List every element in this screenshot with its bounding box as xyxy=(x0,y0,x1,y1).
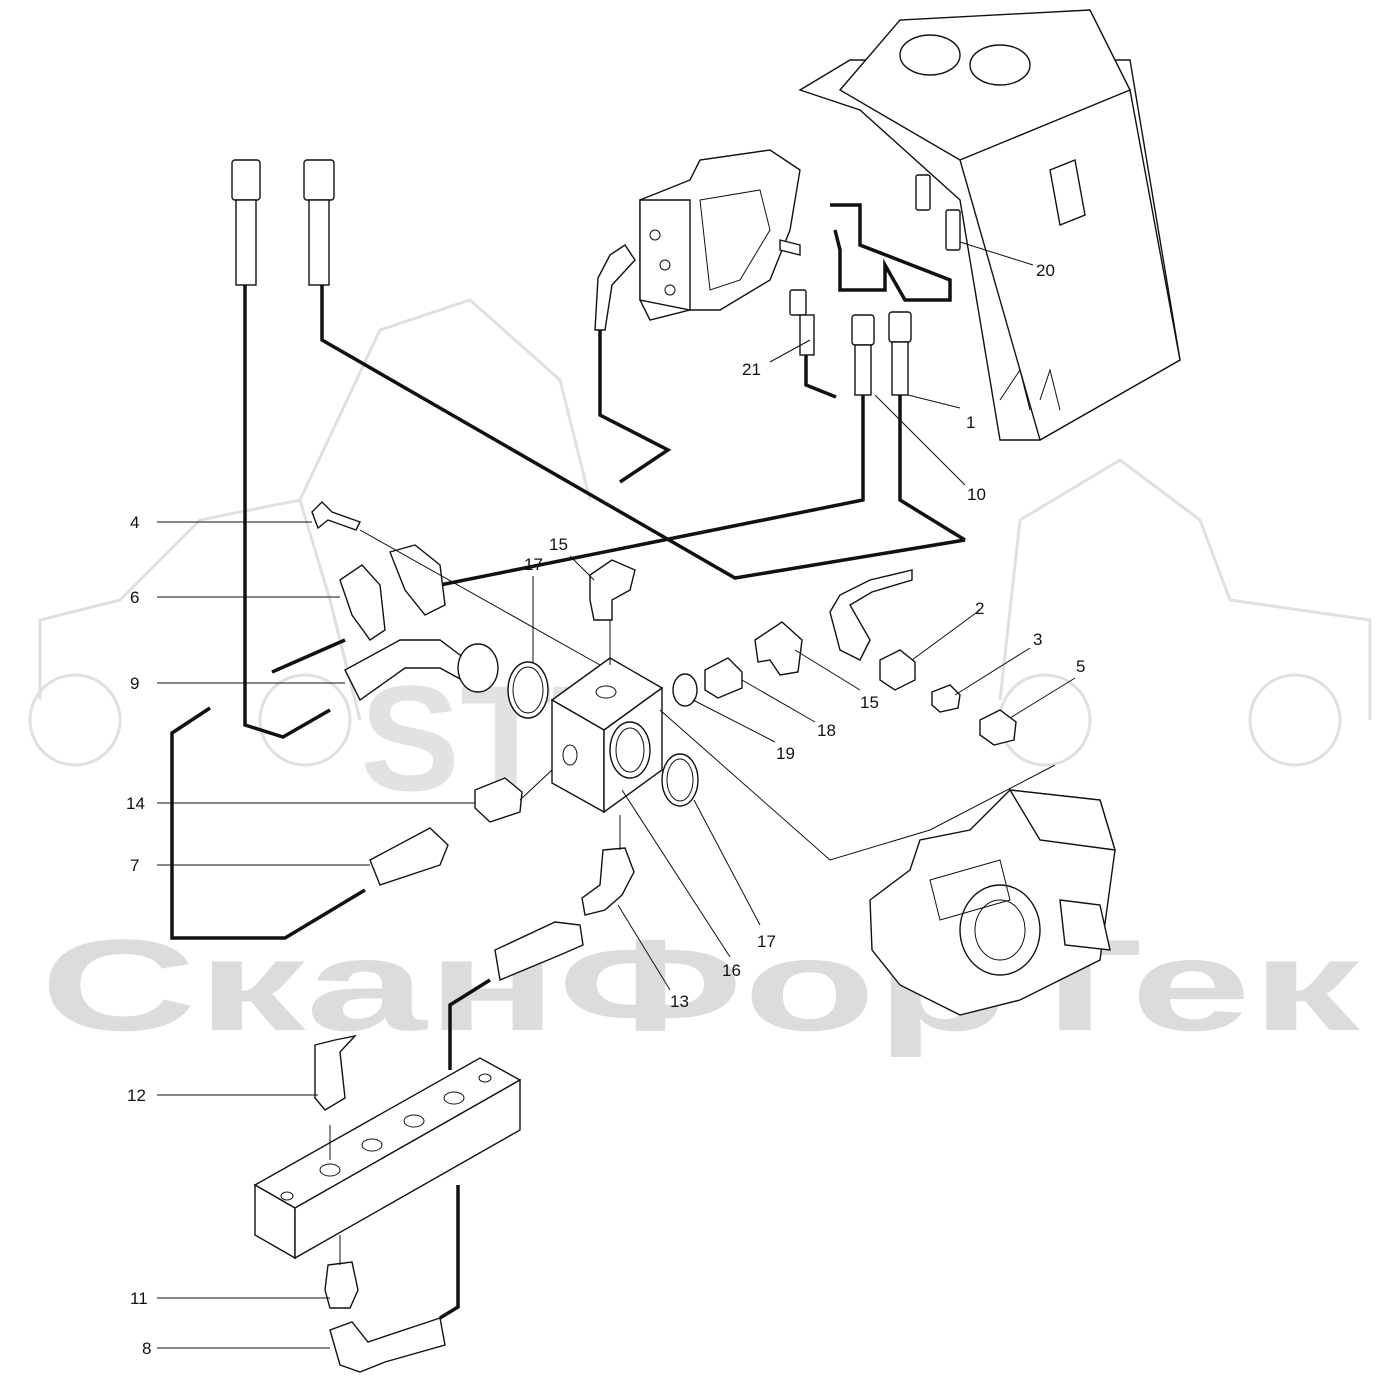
callout-20: 20 xyxy=(1036,261,1055,280)
part-15-elbow xyxy=(754,621,803,676)
callout-12: 12 xyxy=(127,1086,146,1105)
callout-leaders xyxy=(157,241,1076,1349)
callout-7: 7 xyxy=(130,856,139,875)
part-19-washer xyxy=(672,673,698,707)
part-5-fitting xyxy=(979,709,1017,746)
callout-15-right: 15 xyxy=(860,693,879,712)
callout-11: 11 xyxy=(130,1289,148,1308)
part-7-hose xyxy=(369,827,449,886)
callout-21: 21 xyxy=(742,360,761,379)
small-parts xyxy=(311,501,1017,1373)
part-13-elbow xyxy=(581,847,635,916)
callout-9: 9 xyxy=(130,674,139,693)
part-17-oring xyxy=(507,661,549,719)
valve-block xyxy=(550,657,664,814)
callout-14: 14 xyxy=(126,794,145,813)
part-18-adapter xyxy=(704,657,743,699)
part-15-elbow xyxy=(589,559,636,621)
hose-fittings-upper xyxy=(231,159,961,396)
assembly-lines xyxy=(329,529,1056,1265)
callout-17-bottom: 17 xyxy=(757,932,776,951)
callout-6: 6 xyxy=(130,588,139,607)
callout-16: 16 xyxy=(722,961,741,980)
callout-15-top: 15 xyxy=(549,535,568,554)
part-6-flange xyxy=(339,564,386,641)
watermark: STT СканФорТек xyxy=(28,298,1372,1058)
pump xyxy=(869,789,1116,1016)
callout-10: 10 xyxy=(967,485,986,504)
part-11-adapter xyxy=(324,1261,359,1309)
callout-4: 4 xyxy=(130,513,139,532)
control-valve xyxy=(639,149,801,321)
callout-19: 19 xyxy=(776,744,795,763)
part-12-valve xyxy=(314,1034,358,1111)
distribution-block xyxy=(253,1057,522,1260)
callout-8: 8 xyxy=(142,1339,151,1358)
callout-2: 2 xyxy=(975,599,984,618)
part-2-nut xyxy=(879,649,916,691)
callout-13: 13 xyxy=(670,992,689,1011)
callout-17-top: 17 xyxy=(524,555,543,574)
part-14-adapter xyxy=(474,777,523,823)
part-17-oring xyxy=(661,753,699,807)
part-4-bolt xyxy=(311,501,361,531)
hoses xyxy=(170,203,966,1320)
hydraulic-tank xyxy=(798,9,1181,442)
part-3-fitting xyxy=(931,684,961,713)
callout-1: 1 xyxy=(966,413,975,432)
callout-3: 3 xyxy=(1033,630,1042,649)
part-8-elbow-hose xyxy=(329,1317,446,1373)
callout-5: 5 xyxy=(1076,657,1085,676)
callout-labels: 1 2 3 4 5 6 7 8 9 10 11 12 13 14 15 15 1… xyxy=(126,261,1085,1358)
callout-18: 18 xyxy=(817,721,836,740)
watermark-brand: СканФорТек xyxy=(40,912,1362,1058)
